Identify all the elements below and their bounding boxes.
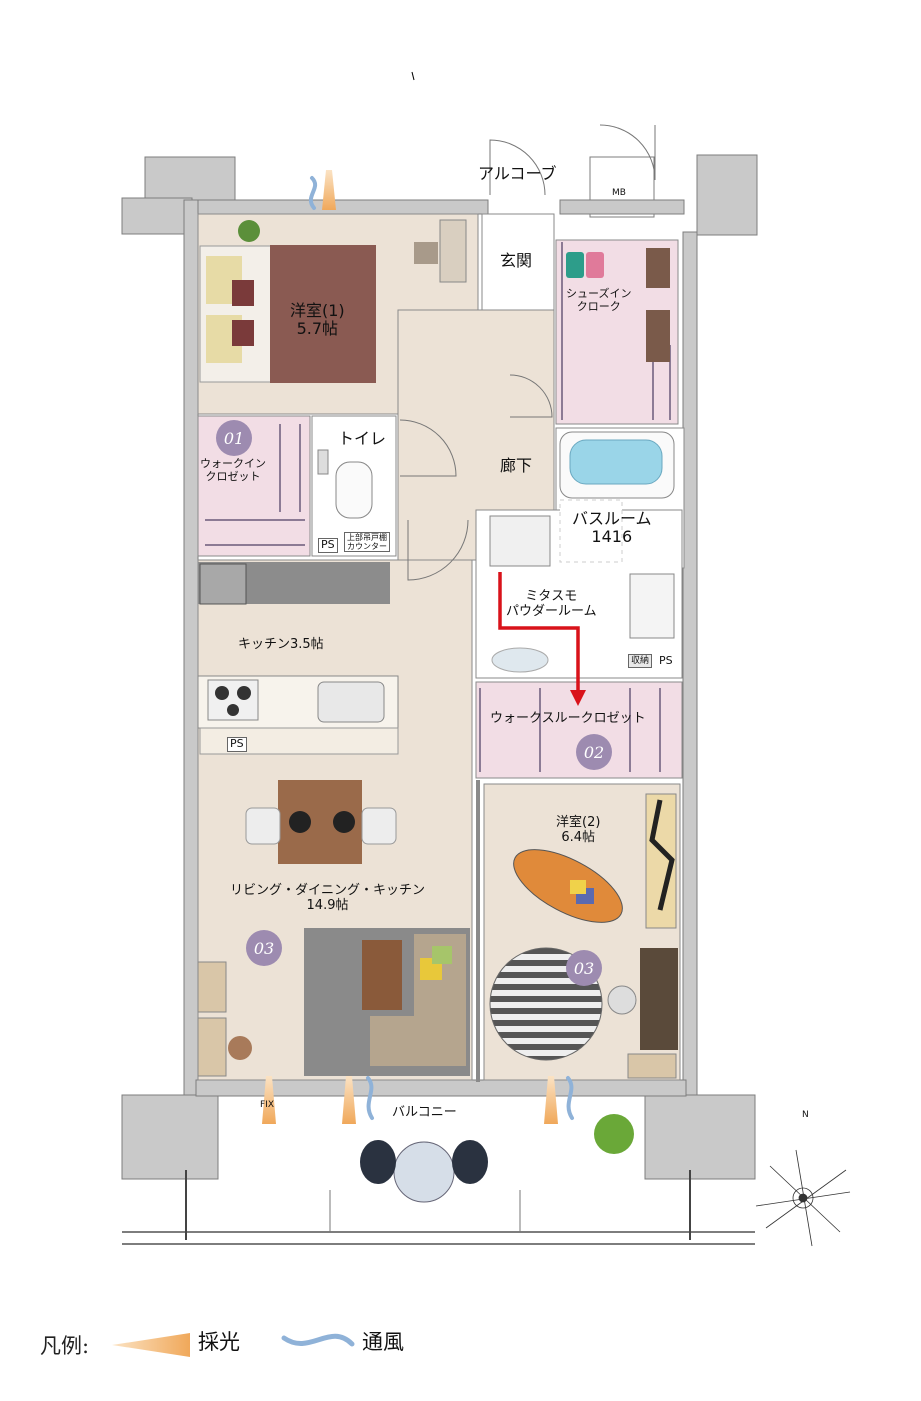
- badge-02: 02: [576, 734, 612, 770]
- storage-label: 収納: [628, 654, 653, 669]
- art-shape: [649, 799, 675, 911]
- fix-label: FIX: [260, 1100, 274, 1110]
- walkin-closet-label: ウォークインクロゼット: [200, 457, 266, 483]
- vanity: [629, 573, 675, 639]
- wind-indicators: [308, 176, 574, 1120]
- shoe-shelf: [646, 248, 670, 288]
- mb-label: MB: [612, 188, 626, 198]
- toilet-label: トイレ: [338, 429, 387, 448]
- badge-03-ldk: 03: [246, 930, 282, 966]
- powder-room-label: ミタスモパウダールーム: [506, 589, 597, 619]
- toilet-fixture: [317, 449, 373, 519]
- suitcase-icon: [566, 252, 584, 278]
- badge-01: 01: [216, 420, 252, 456]
- balcony-label: バルコニー: [392, 1105, 457, 1120]
- shoes-cloak-label: シューズインクローク: [566, 287, 632, 313]
- genkan-label: 玄関: [500, 251, 533, 270]
- laundry-basket-icon: [491, 647, 549, 673]
- suitcase-icon: [586, 252, 604, 278]
- structural-walls: [121, 154, 758, 1245]
- alcove-label: アルコーブ: [478, 164, 557, 183]
- shoe-shelf: [646, 310, 670, 362]
- living-area: [304, 928, 470, 1076]
- walkthrough-closet-label: ウォークスルークロゼット: [490, 711, 646, 726]
- corridor-label: 廊下: [500, 456, 533, 475]
- chair-ldk: [228, 1036, 252, 1060]
- kitchen-counter: [197, 562, 399, 755]
- legend-light-label: 採光: [198, 1330, 240, 1354]
- bookshelf: [197, 961, 227, 1013]
- bed-1: [199, 245, 376, 383]
- ps-label-kitchen: PS: [227, 737, 247, 752]
- light-legend-icon: [112, 1333, 190, 1357]
- surfboard: [513, 849, 623, 923]
- walk-through-arrow: [498, 572, 586, 706]
- badge-03-room2: 03: [566, 950, 602, 986]
- bench: [627, 1053, 677, 1079]
- desk-ldk: [197, 1017, 227, 1077]
- washing-machine-icon: [489, 515, 551, 567]
- western-room-2-label: 洋室(2)6.4帖: [556, 815, 601, 845]
- chair-1: [414, 242, 438, 264]
- bath-floor: [559, 499, 623, 563]
- door-swings: [399, 71, 656, 581]
- kitchen-label: キッチン3.5帖: [238, 637, 324, 652]
- light-indicators: [262, 170, 558, 1124]
- ps-label-toilet: PS: [318, 538, 338, 553]
- compass-icon: [755, 1149, 851, 1247]
- desk-2: [640, 948, 678, 1050]
- ps-label-bath: PS: [659, 654, 673, 667]
- balcony-table: [360, 1140, 488, 1203]
- dining-table: [245, 780, 397, 864]
- north-label: N: [802, 1110, 809, 1120]
- desk-1: [439, 219, 467, 283]
- legend: 凡例:: [40, 1328, 89, 1362]
- legend-title: 凡例:: [40, 1334, 90, 1358]
- plant-icon: [238, 220, 260, 242]
- upper-cabinet-label: 上部吊戸棚カウンター: [344, 532, 390, 553]
- bathtub: [559, 431, 675, 499]
- legend-wind-label: 通風: [362, 1330, 404, 1354]
- plant-icon: [594, 1114, 634, 1154]
- closet-racks: [205, 242, 671, 772]
- wind-legend-icon: [281, 1333, 355, 1347]
- chair-2: [607, 985, 637, 1015]
- western-room-1-label: 洋室(1)5.7帖: [290, 301, 345, 339]
